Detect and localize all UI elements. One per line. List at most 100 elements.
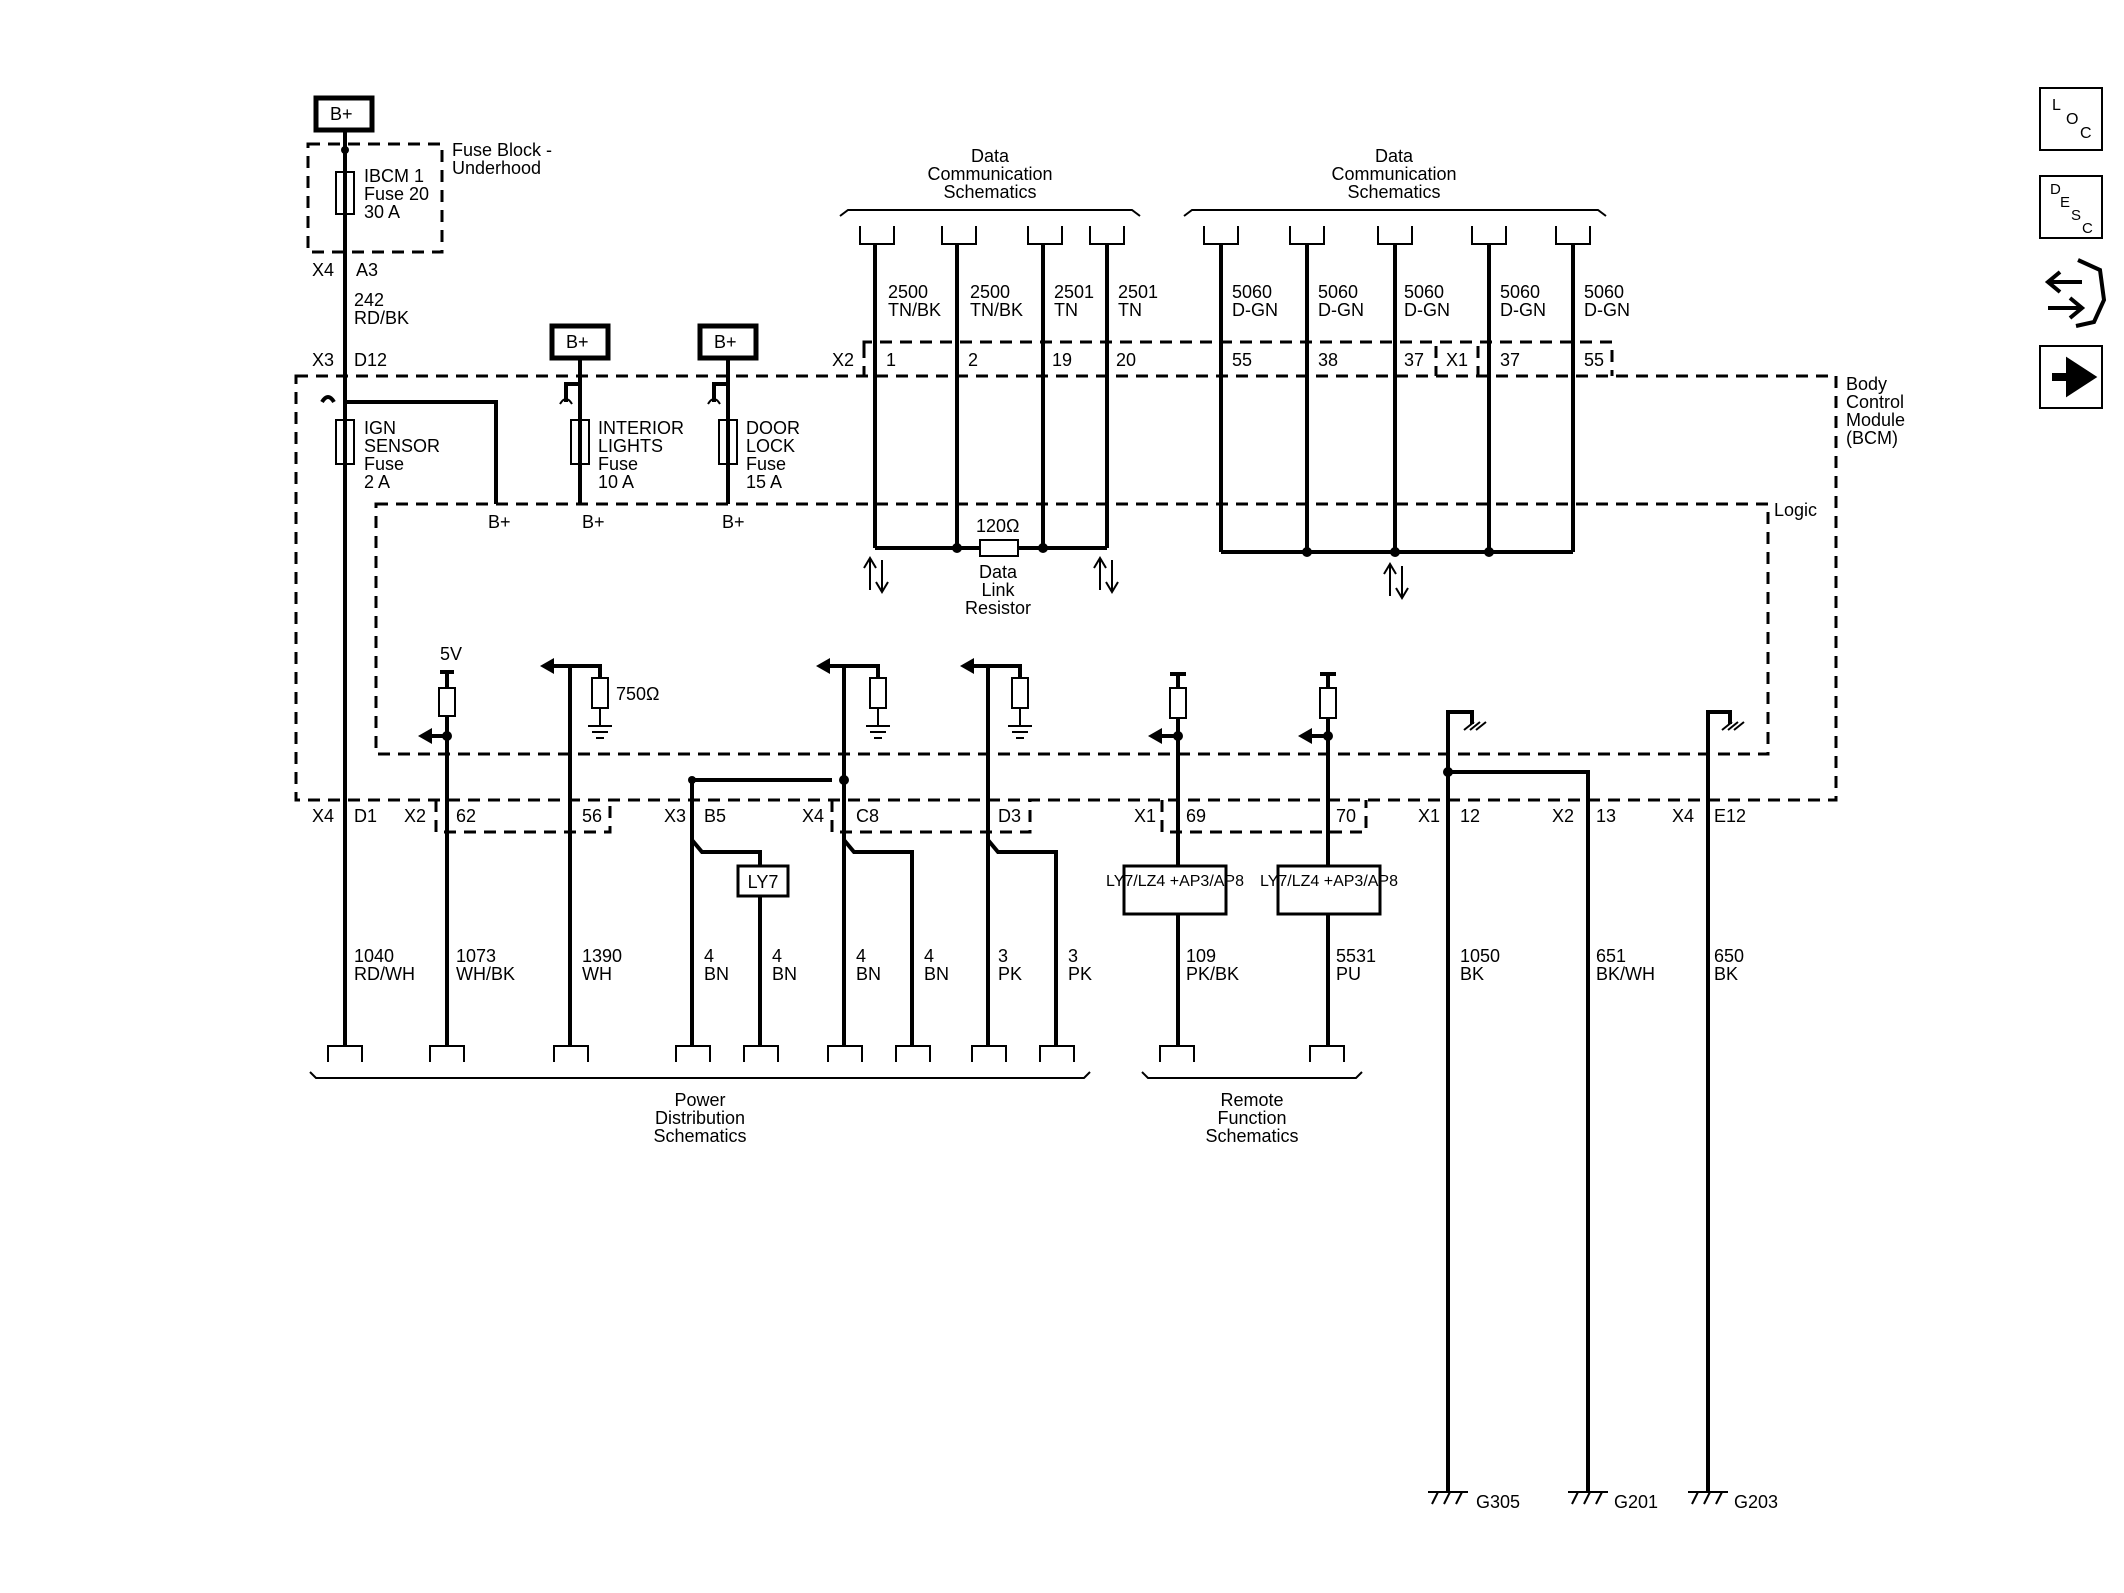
ground-wire-650 [1706, 710, 1732, 1492]
desc-icon[interactable]: D E S C [2039, 175, 2103, 239]
svg-text:D1: D1 [354, 806, 377, 826]
svg-text:SENSOR: SENSOR [364, 436, 440, 456]
pullup-resistor [438, 687, 456, 717]
ground-g201-label: G201 [1614, 1492, 1658, 1512]
five-volt-label: 5V [440, 644, 462, 664]
logic-enclosure [374, 502, 1770, 756]
svg-text:Schematics: Schematics [943, 182, 1036, 202]
svg-text:Communication: Communication [1331, 164, 1456, 184]
svg-text:38: 38 [1318, 350, 1338, 370]
option-box-ly7-lz4-1 [1122, 864, 1228, 916]
data-comm-bracket-right [1183, 209, 1607, 217]
svg-text:LIGHTS: LIGHTS [598, 436, 663, 456]
ground-g305-icon [1428, 1491, 1468, 1505]
svg-text:BK: BK [1460, 964, 1484, 984]
svg-text:(BCM): (BCM) [1846, 428, 1898, 448]
svg-text:Schematics: Schematics [1347, 182, 1440, 202]
svg-text:30 A: 30 A [364, 202, 400, 222]
svg-text:650: 650 [1714, 946, 1744, 966]
svg-text:S: S [2071, 207, 2081, 224]
interior-lights-fuse-label: INTERIOR [598, 418, 684, 438]
svg-text:62: 62 [456, 806, 476, 826]
remote-function-label: Remote [1220, 1090, 1283, 1110]
svg-text:TN/BK: TN/BK [970, 300, 1023, 320]
svg-text:PK: PK [1068, 964, 1092, 984]
connector-tools-icon[interactable] [2044, 258, 2107, 328]
svg-text:55: 55 [1584, 350, 1604, 370]
svg-text:RD/BK: RD/BK [354, 308, 409, 328]
ground-wire-1050 [1446, 710, 1474, 1492]
ground-g305-label: G305 [1476, 1492, 1520, 1512]
svg-text:2500: 2500 [888, 282, 928, 302]
ground-g203-icon [1688, 1491, 1728, 1505]
conn-x4-label: X4 [312, 260, 334, 280]
next-arrow-icon[interactable] [2039, 345, 2103, 409]
svg-text:Fuse: Fuse [746, 454, 786, 474]
svg-text:D-GN: D-GN [1584, 300, 1630, 320]
svg-text:55: 55 [1232, 350, 1252, 370]
remote-function-connectors [1159, 1045, 1345, 1062]
svg-text:4: 4 [924, 946, 934, 966]
svg-text:56: 56 [582, 806, 602, 826]
option-box-text-1: LY7/LZ4 +AP3/AP8 [1106, 873, 1244, 890]
data-comm-right-connectors [1203, 226, 1591, 245]
svg-text:D-GN: D-GN [1318, 300, 1364, 320]
conn-x2-top-label: X2 [832, 350, 854, 370]
svg-text:PU: PU [1336, 964, 1361, 984]
svg-text:WH/BK: WH/BK [456, 964, 515, 984]
svg-text:5060: 5060 [1404, 282, 1444, 302]
loc-icon[interactable]: L O C [2039, 87, 2103, 151]
option-box-text-2: LY7/LZ4 +AP3/AP8 [1260, 873, 1398, 890]
bcm-label: Body [1846, 374, 1887, 394]
svg-text:D3: D3 [998, 806, 1021, 826]
svg-text:TN: TN [1118, 300, 1142, 320]
svg-text:37: 37 [1404, 350, 1424, 370]
svg-text:1073: 1073 [456, 946, 496, 966]
interior-lights-fuse-symbol [570, 419, 590, 465]
svg-text:Distribution: Distribution [655, 1108, 745, 1128]
svg-text:B5: B5 [704, 806, 726, 826]
svg-text:L: L [2052, 97, 2061, 114]
svg-text:X1: X1 [1418, 806, 1440, 826]
ign-sensor-fuse-symbol [335, 419, 355, 465]
svg-text:Fuse 20: Fuse 20 [364, 184, 429, 204]
svg-text:B+: B+ [722, 512, 745, 532]
svg-text:Function: Function [1217, 1108, 1286, 1128]
data-comm-left-wire-labels: 2500 TN/BK 2500 TN/BK 2501 TN 2501 TN 1 … [886, 282, 1158, 370]
svg-text:Underhood: Underhood [452, 158, 541, 178]
door-lock-fuse-symbol [718, 419, 738, 465]
svg-text:TN/BK: TN/BK [888, 300, 941, 320]
svg-text:Control: Control [1846, 392, 1904, 412]
logic-label: Logic [1774, 500, 1817, 520]
data-comm-left-wires [873, 244, 1109, 548]
svg-text:BN: BN [924, 964, 949, 984]
svg-text:B+: B+ [582, 512, 605, 532]
svg-text:1050: 1050 [1460, 946, 1500, 966]
svg-text:D-GN: D-GN [1404, 300, 1450, 320]
bidirectional-arrow-icon [863, 556, 1119, 594]
svg-text:X4: X4 [1672, 806, 1694, 826]
svg-text:1390: 1390 [582, 946, 622, 966]
svg-text:Fuse: Fuse [364, 454, 404, 474]
svg-text:Resistor: Resistor [965, 598, 1031, 618]
bottom-connector-labels: X4 D1 X2 62 56 X3 B5 X4 C8 D3 X1 69 70 X… [312, 806, 1746, 826]
svg-text:X2: X2 [404, 806, 426, 826]
svg-text:651: 651 [1596, 946, 1626, 966]
fuse-block-label: Fuse Block - [452, 140, 552, 160]
svg-text:WH: WH [582, 964, 612, 984]
power-distribution-connectors [327, 1045, 1075, 1062]
svg-text:B+: B+ [714, 332, 737, 352]
svg-text:5060: 5060 [1500, 282, 1540, 302]
svg-text:B+: B+ [566, 332, 589, 352]
svg-text:BN: BN [772, 964, 797, 984]
svg-text:D: D [2050, 181, 2061, 198]
pin-a3-label: A3 [356, 260, 378, 280]
b-plus-box-interior [549, 323, 611, 361]
svg-text:15 A: 15 A [746, 472, 782, 492]
svg-text:1040: 1040 [354, 946, 394, 966]
svg-text:E: E [2060, 194, 2070, 211]
b-plus-label: B+ [330, 104, 353, 124]
svg-text:109: 109 [1186, 946, 1216, 966]
